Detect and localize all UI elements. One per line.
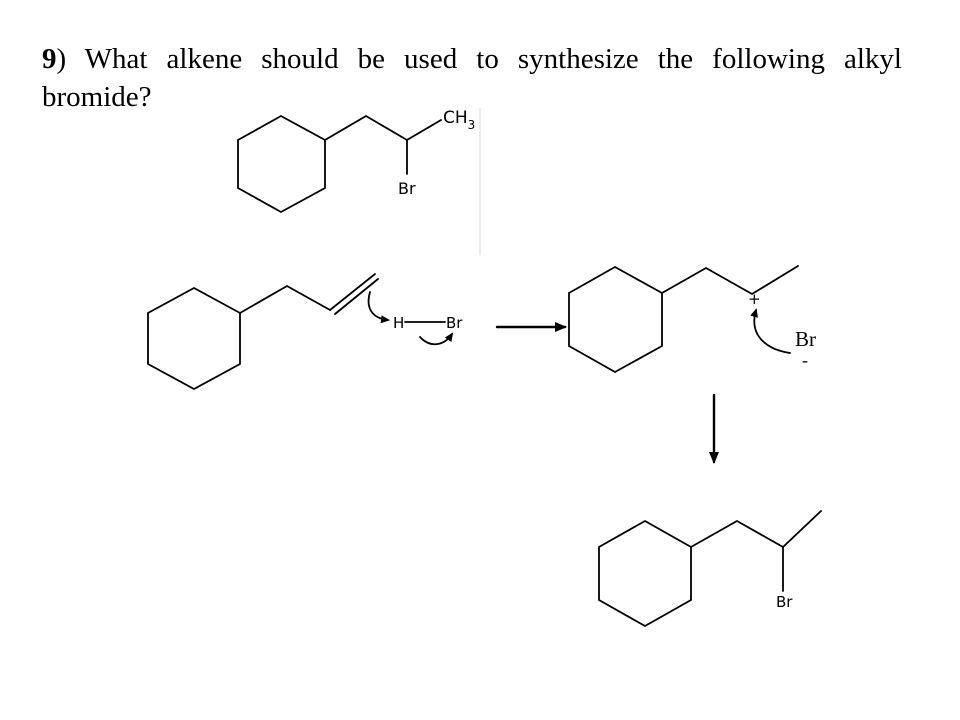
pi-bond-curved-arrow: [367, 291, 390, 324]
question-number: 9: [42, 43, 57, 75]
alkene-double-bond-1: [329, 273, 376, 311]
carbocation-plus: +: [748, 290, 761, 308]
target-cyclohexane-ring: [237, 114, 326, 214]
target-molecule: CH3 Br: [237, 108, 481, 255]
carbocation-cyclohexane-ring: [568, 265, 663, 374]
hbr-br-label: Br: [446, 314, 463, 332]
alkene-chain: [239, 284, 331, 314]
alkene-double-bond-2: [334, 278, 379, 315]
h-label: H: [393, 314, 404, 332]
product-br-label: Br: [776, 593, 793, 611]
target-side-chain: [324, 114, 442, 142]
product-cyclohexane-ring: [598, 519, 692, 628]
question-text: ) What alkene should be used to synthesi…: [56, 43, 903, 75]
bromide-attack-arrow: [750, 308, 791, 354]
alkene-reactant: [147, 273, 390, 391]
question-line-2: bromide?: [42, 81, 152, 113]
bromide-charge: -: [802, 350, 808, 370]
product-molecule: Br: [598, 510, 822, 628]
target-br-label: Br: [398, 179, 416, 198]
bromide-ion-label: Br: [795, 327, 816, 351]
product-chain: [690, 510, 822, 549]
carbocation-chain: [661, 265, 799, 296]
hbr-reagent: H Br: [393, 314, 463, 346]
hbr-curved-arrow: [419, 332, 454, 346]
alkene-cyclohexane-ring: [147, 286, 241, 391]
carbocation-intermediate: + Br -: [568, 265, 816, 374]
target-ch3-label: CH3: [443, 108, 475, 132]
question-line-1: 9) What alkene should be used to synthes…: [42, 40, 902, 78]
